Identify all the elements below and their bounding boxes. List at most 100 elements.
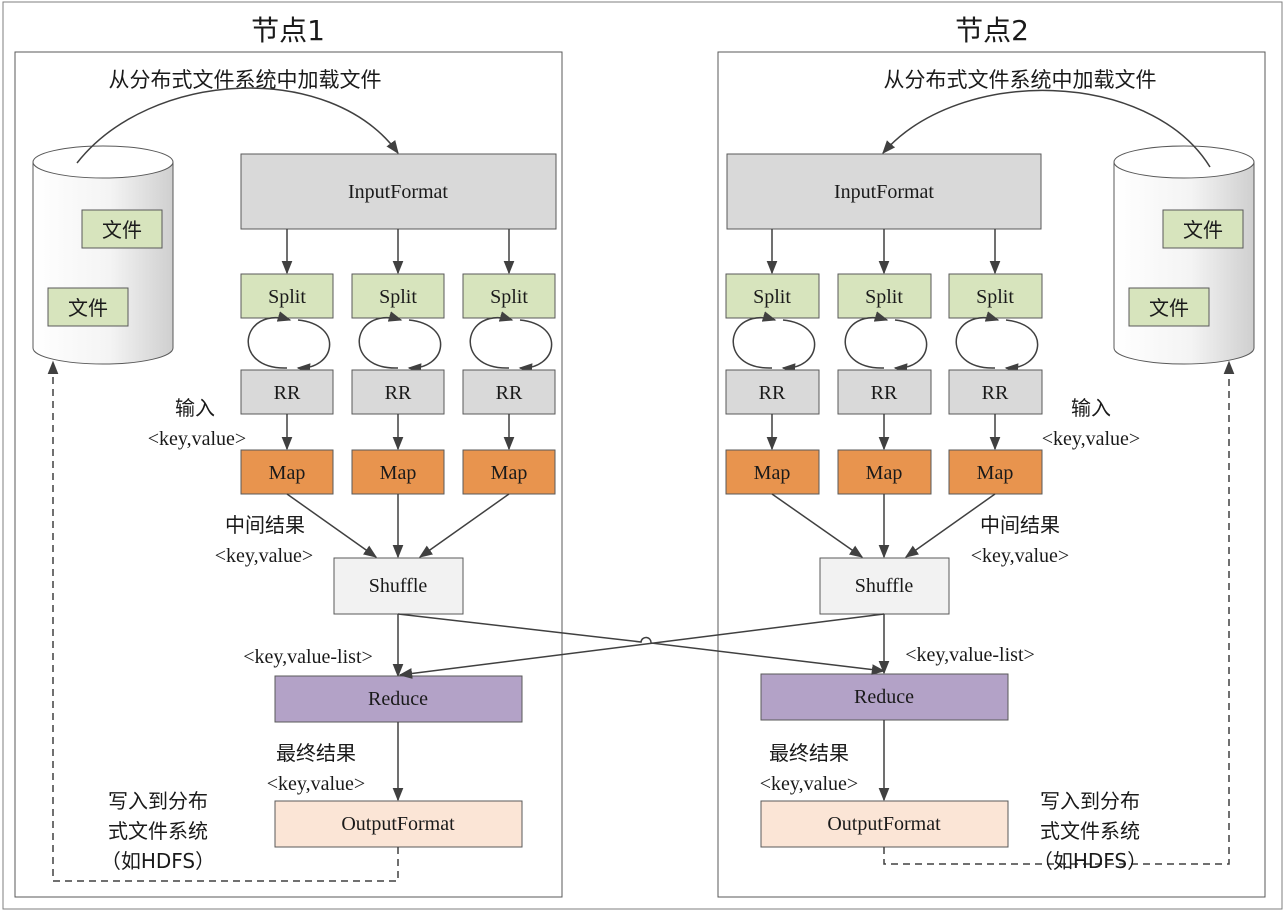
node-2-split-box bbox=[725, 273, 820, 319]
node-1-map-label: Map bbox=[380, 462, 417, 484]
node-1-shuffle-label: Shuffle bbox=[369, 575, 428, 597]
node-2-storage-cylinder bbox=[1113, 145, 1255, 365]
node-1-intermediate-label: 中间结果 bbox=[225, 513, 305, 537]
node-1-input-label: 输入 bbox=[175, 396, 215, 420]
node-1-rr-box bbox=[351, 369, 445, 415]
node-1-final-kv-label: <key,value> bbox=[267, 773, 365, 795]
node-1-rr-box bbox=[240, 369, 334, 415]
node-2-map-label: Map bbox=[977, 462, 1014, 484]
node-2-map-box bbox=[948, 449, 1043, 495]
node-1-input-format bbox=[240, 153, 557, 230]
node-1-final-label: 最终结果 bbox=[276, 741, 356, 765]
shuffle-cross-arrow-2-to-1 bbox=[398, 613, 885, 679]
node-2-output-format-label: OutputFormat bbox=[827, 813, 941, 835]
node-1-rr-label: RR bbox=[496, 382, 523, 404]
node-2-split-label: Split bbox=[976, 286, 1014, 308]
node-2-intermediate-kv-label: <key,value> bbox=[971, 545, 1069, 567]
node-2-rr-box bbox=[948, 369, 1043, 415]
node-1-split-label: Split bbox=[268, 286, 306, 308]
node-1-input-format-label: InputFormat bbox=[348, 181, 448, 203]
node-1-intermediate-kv-label: <key,value> bbox=[215, 545, 313, 567]
node-1-output-format-label: OutputFormat bbox=[341, 813, 455, 835]
node-2-input-format-label: InputFormat bbox=[834, 181, 934, 203]
node-2-split-label: Split bbox=[753, 286, 791, 308]
node-1-input-kv-label: <key,value> bbox=[148, 428, 246, 450]
node-2-write-label: （如HDFS） bbox=[1033, 849, 1147, 873]
node-2-map-label: Map bbox=[754, 462, 791, 484]
node-1-column: Split RR Map bbox=[351, 229, 445, 495]
node-1-split-box bbox=[462, 273, 556, 319]
node-1-split-label: Split bbox=[490, 286, 528, 308]
node-1-file-box bbox=[81, 209, 163, 249]
node-2-shuffle-label: Shuffle bbox=[855, 575, 914, 597]
node-1-split-box bbox=[240, 273, 334, 319]
node-2-map-box bbox=[725, 449, 820, 495]
node-1-output-format bbox=[274, 800, 523, 848]
node-2-load-arrow bbox=[882, 89, 1211, 168]
node-1-storage-cylinder bbox=[32, 145, 174, 365]
node-1-split-label: Split bbox=[379, 286, 417, 308]
node-2: 节点2 从分布式文件系统中加载文件 文件 文件 InputFormat Spli… bbox=[717, 14, 1266, 898]
node-1-rr-label: RR bbox=[274, 382, 301, 404]
node-1: 节点1 从分布式文件系统中加载文件 文件 文件 InputFormat Spli… bbox=[14, 14, 563, 898]
node-1-map-box bbox=[240, 449, 334, 495]
node-1-frame bbox=[14, 51, 563, 898]
node-1-map-label: Map bbox=[491, 462, 528, 484]
node-2-rr-box bbox=[725, 369, 820, 415]
node-2-load-label: 从分布式文件系统中加载文件 bbox=[884, 68, 1157, 92]
node-2-column: Split RR Map bbox=[725, 229, 820, 495]
node-2-rr-label: RR bbox=[759, 382, 786, 404]
node-2-title: 节点2 bbox=[955, 14, 1029, 47]
node-2-map-label: Map bbox=[866, 462, 903, 484]
node-2-input-label: 输入 bbox=[1071, 396, 1111, 420]
node-2-map-box bbox=[837, 449, 932, 495]
node-1-map-label: Map bbox=[269, 462, 306, 484]
node-2-input-kv-label: <key,value> bbox=[1042, 428, 1140, 450]
node-2-file-label: 文件 bbox=[1149, 296, 1189, 320]
node-1-shuffle bbox=[333, 557, 464, 615]
node-1-split-box bbox=[351, 273, 445, 319]
node-2-file-box bbox=[1128, 287, 1210, 327]
node-1-rr-box bbox=[462, 369, 556, 415]
node-2-reduce-label: Reduce bbox=[854, 686, 914, 708]
node-1-file-box bbox=[47, 287, 129, 327]
node-2-rr-box bbox=[837, 369, 932, 415]
node-1-load-arrow bbox=[76, 87, 399, 164]
node-1-file-label: 文件 bbox=[68, 296, 108, 320]
node-1-column: Split RR Map bbox=[240, 229, 334, 495]
node-2-split-box bbox=[837, 273, 932, 319]
node-2-final-label: 最终结果 bbox=[769, 741, 849, 765]
node-2-column: Split RR Map bbox=[837, 229, 932, 495]
node-1-write-label: 写入到分布 bbox=[108, 789, 208, 813]
node-1-reduce-label: Reduce bbox=[368, 688, 428, 710]
node-2-value-list-label: <key,value-list> bbox=[905, 644, 1035, 666]
node-2-input-format bbox=[726, 153, 1042, 230]
node-1-reduce bbox=[274, 675, 523, 723]
node-2-column: Split RR Map bbox=[948, 229, 1043, 495]
node-1-title: 节点1 bbox=[251, 14, 325, 47]
node-1-map-box bbox=[351, 449, 445, 495]
node-1-write-label: 式文件系统 bbox=[108, 819, 208, 843]
node-2-file-box bbox=[1162, 209, 1244, 249]
node-2-write-label: 写入到分布 bbox=[1040, 789, 1140, 813]
node-1-map-box bbox=[462, 449, 556, 495]
node-2-write-back-arrow bbox=[883, 360, 1235, 865]
node-1-value-list-label: <key,value-list> bbox=[243, 646, 373, 668]
node-2-reduce bbox=[760, 673, 1009, 721]
node-1-file-label: 文件 bbox=[102, 218, 142, 242]
node-2-frame bbox=[717, 51, 1266, 898]
node-2-final-kv-label: <key,value> bbox=[760, 773, 858, 795]
node-2-intermediate-label: 中间结果 bbox=[980, 513, 1060, 537]
node-2-write-label: 式文件系统 bbox=[1040, 819, 1140, 843]
node-1-rr-label: RR bbox=[385, 382, 412, 404]
node-1-column: Split RR Map bbox=[462, 229, 556, 495]
node-2-rr-label: RR bbox=[982, 382, 1009, 404]
node-2-split-box bbox=[948, 273, 1043, 319]
node-1-write-label: （如HDFS） bbox=[101, 849, 215, 873]
node-2-rr-label: RR bbox=[871, 382, 898, 404]
node-2-file-label: 文件 bbox=[1183, 218, 1223, 242]
node-1-write-back-arrow bbox=[47, 360, 399, 882]
